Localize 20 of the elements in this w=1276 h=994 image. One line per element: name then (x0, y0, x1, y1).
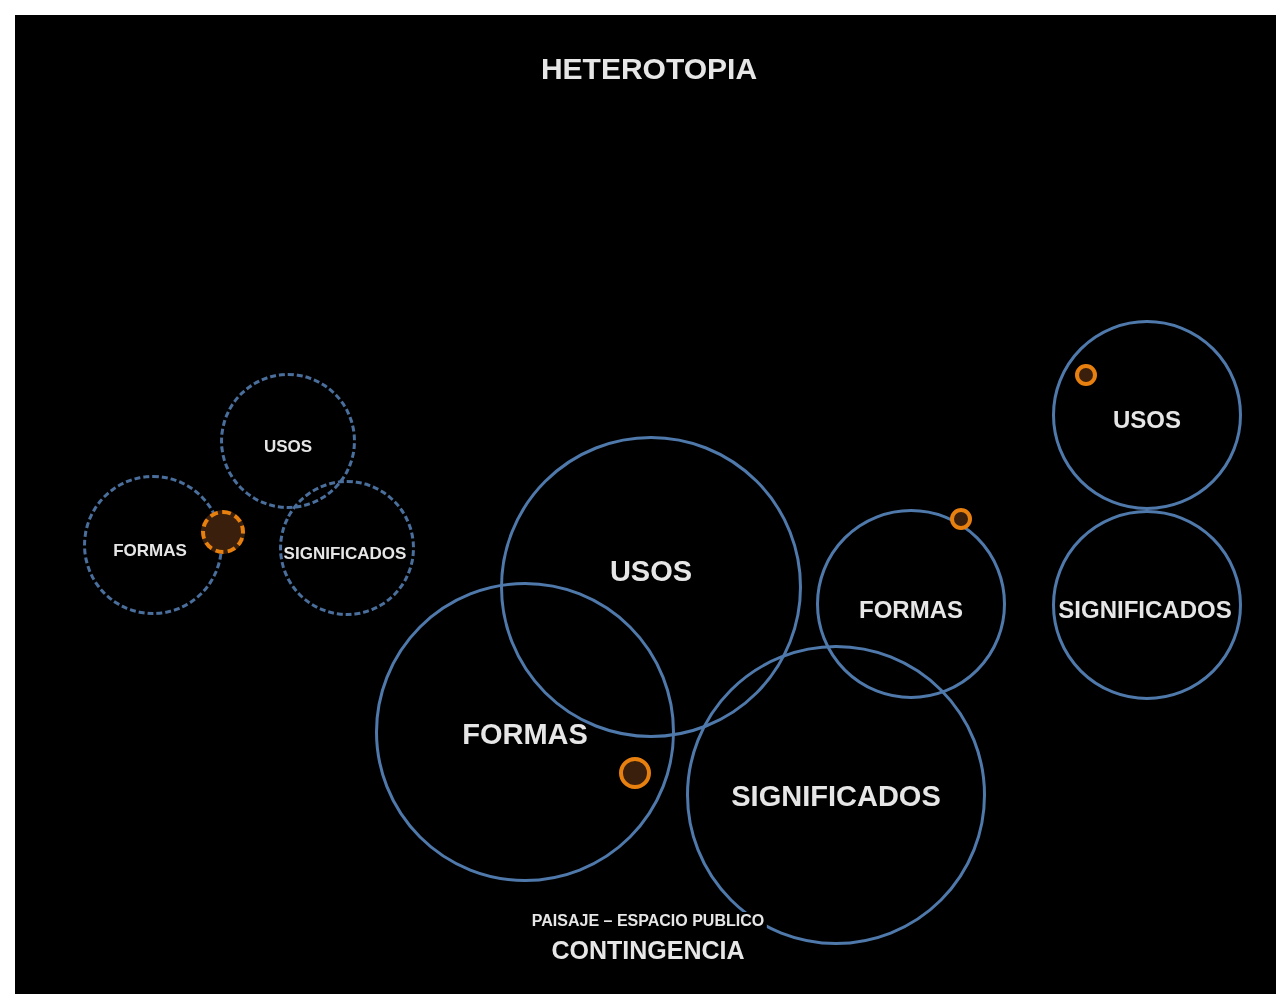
circle (375, 582, 675, 882)
circle-label: FORMAS (462, 717, 588, 751)
circle-label: SIGNIFICADOS (731, 779, 941, 813)
circle-label: USOS (1113, 406, 1181, 434)
dot-marker (950, 508, 972, 530)
circle-label: USOS (609, 554, 693, 588)
dot-marker (1075, 364, 1097, 386)
circle-label: SIGNIFICADOS (1058, 596, 1232, 624)
circle-label: SIGNIFICADOS (283, 544, 407, 564)
circle-label: FORMAS (113, 541, 187, 561)
circle (1052, 510, 1242, 700)
circle (816, 509, 1006, 699)
dashed-circle (220, 373, 356, 509)
circle-label: FORMAS (859, 596, 963, 624)
dot-marker (619, 757, 651, 789)
dashed-circle (279, 480, 415, 616)
diagram-title: HETEROTOPIA (540, 52, 758, 86)
circle-label: USOS (263, 437, 313, 457)
dashed-dot-marker (201, 510, 245, 554)
circle (1052, 320, 1242, 510)
